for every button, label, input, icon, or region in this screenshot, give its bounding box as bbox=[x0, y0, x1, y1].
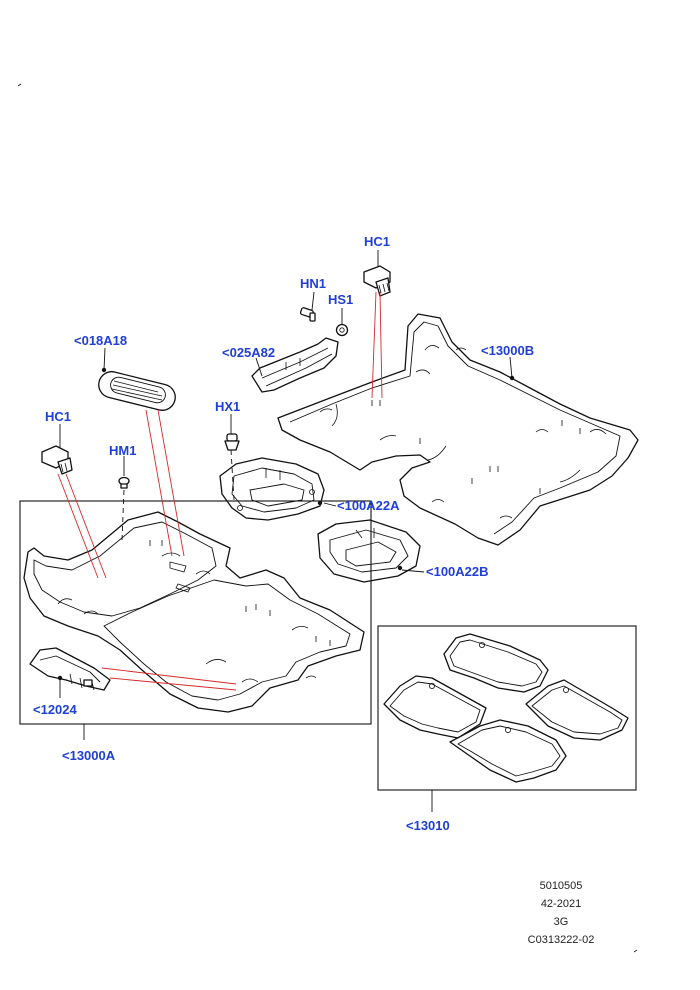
plug-hm1[interactable] bbox=[118, 476, 130, 489]
callout-018a18[interactable]: <018A18 bbox=[74, 333, 127, 348]
leader-lines bbox=[57, 250, 515, 812]
fastener-hs1[interactable] bbox=[335, 323, 349, 337]
info-line-1: 5010505 bbox=[539, 880, 583, 892]
callout-hm1[interactable]: HM1 bbox=[109, 443, 136, 458]
callout-hc1-top[interactable]: HC1 bbox=[364, 234, 390, 249]
callout-hs1[interactable]: HS1 bbox=[328, 292, 353, 307]
floor-mats-box bbox=[377, 625, 637, 791]
fastener-hn1[interactable] bbox=[299, 307, 316, 322]
callout-13010[interactable]: <13010 bbox=[406, 818, 450, 833]
callout-13000a[interactable]: <13000A bbox=[62, 748, 116, 763]
red-leader-lines bbox=[57, 291, 383, 691]
rear-floor-carpet-13000b[interactable] bbox=[277, 313, 639, 546]
info-line-2: 42-2021 bbox=[540, 898, 582, 910]
info-line-4: C0313222-02 bbox=[527, 934, 595, 946]
clip-hx1[interactable] bbox=[224, 433, 240, 451]
trim-panel-12024[interactable] bbox=[29, 647, 111, 691]
corner-mark bbox=[17, 83, 22, 87]
callout-13000b[interactable]: <13000B bbox=[481, 343, 534, 358]
callout-hn1[interactable]: HN1 bbox=[300, 276, 326, 291]
bracket-100a22b[interactable] bbox=[317, 519, 421, 583]
corner-mark-bottom bbox=[633, 949, 638, 953]
floor-mats-13010[interactable] bbox=[383, 633, 629, 783]
front-floor-carpet-13000a[interactable] bbox=[23, 511, 365, 713]
callout-12024[interactable]: <12024 bbox=[33, 702, 78, 717]
info-line-3: 3G bbox=[553, 916, 569, 928]
callout-025a82[interactable]: <025A82 bbox=[222, 345, 275, 360]
callout-hx1[interactable]: HX1 bbox=[215, 399, 240, 414]
clip-hc1-left[interactable] bbox=[41, 445, 73, 475]
callout-100a22b[interactable]: <100A22B bbox=[426, 564, 489, 579]
heel-pad-018a18[interactable] bbox=[96, 369, 178, 413]
callout-hc1-left[interactable]: HC1 bbox=[45, 409, 71, 424]
cover-025a82[interactable] bbox=[251, 337, 339, 393]
front-carpet-box bbox=[19, 500, 372, 725]
clip-hc1-top[interactable] bbox=[363, 265, 391, 297]
callout-100a22a[interactable]: <100A22A bbox=[337, 498, 400, 513]
bracket-100a22a[interactable] bbox=[219, 457, 325, 521]
